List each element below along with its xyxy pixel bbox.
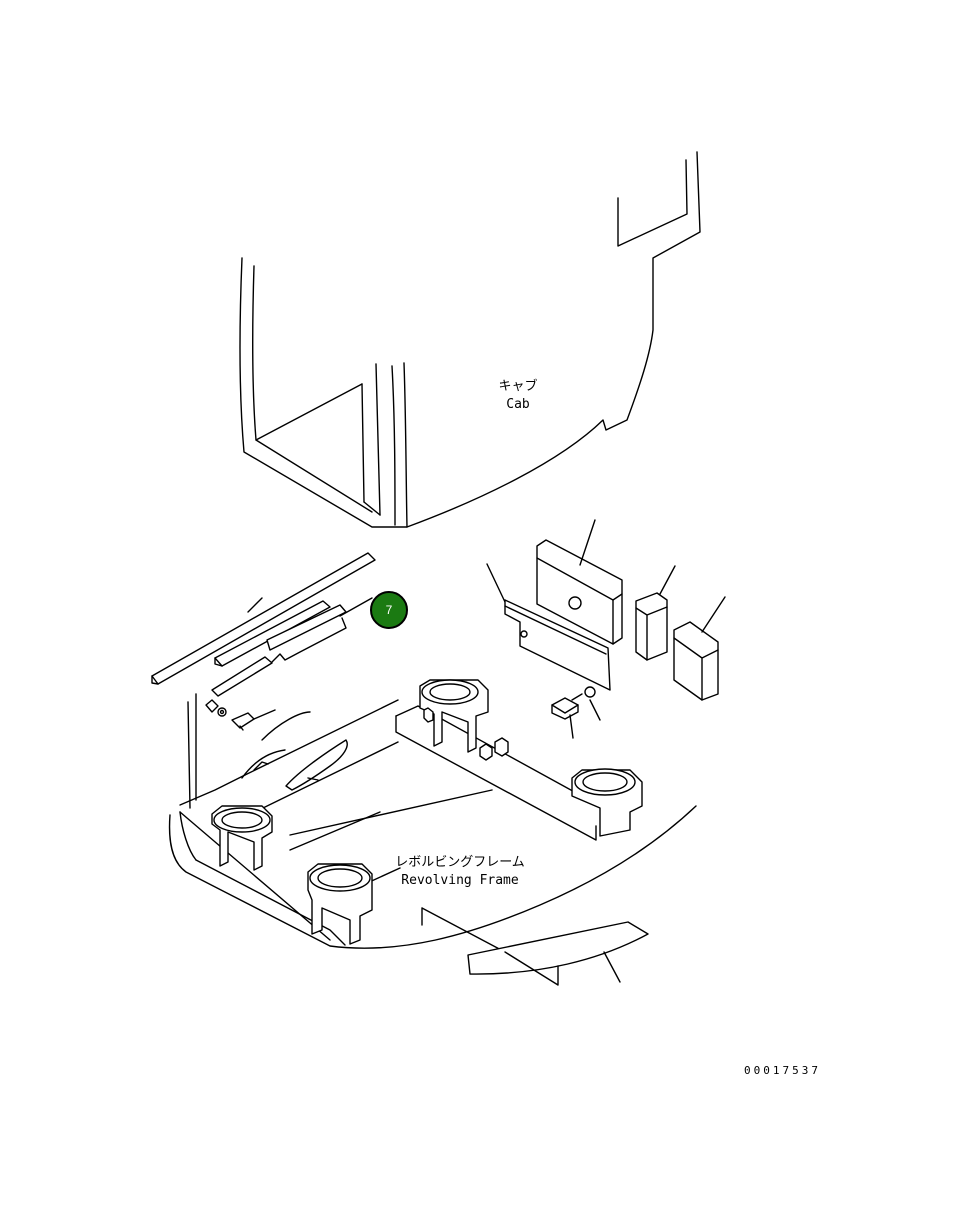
frame-label-jp: レボルビングフレーム [395,855,525,870]
left-rail-parts [151,552,376,731]
frame-label-en: Revolving Frame [401,873,519,888]
bracket-and-pads [486,519,726,739]
part-callout-7[interactable]: 7 [370,591,408,629]
document-number: 00017537 [744,1064,821,1077]
cab-label-en: Cab [506,397,530,412]
cab-label-jp: キャブ [498,379,538,394]
curved-seal [421,907,649,986]
revolving-frame [168,679,697,949]
cab [239,151,701,528]
